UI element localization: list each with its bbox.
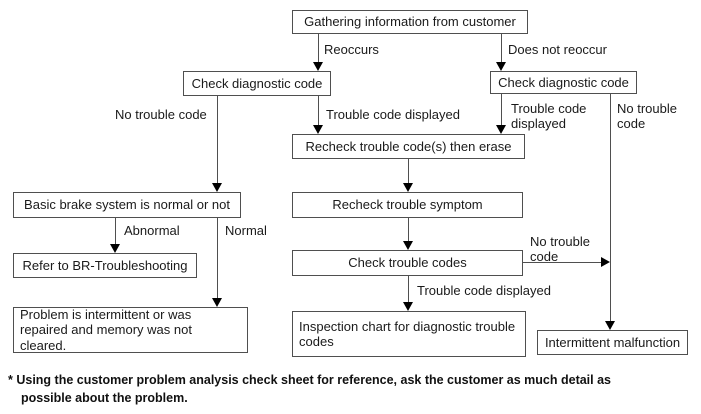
arrowhead-into-recheck-erase-right-icon (496, 125, 506, 134)
edge-label-trouble-code-displayed-left: Trouble code displayed (326, 107, 460, 122)
connector-normal (217, 218, 218, 300)
edge-label-no-trouble-code-right: No trouble code (617, 101, 677, 132)
arrowhead-into-refer-br-icon (110, 244, 120, 253)
arrowhead-into-problem-intermittent-icon (212, 298, 222, 307)
edge-label-reoccurs: Reoccurs (324, 42, 379, 57)
arrowhead-right-merge-icon (601, 257, 610, 267)
connector-erase-to-symptom (408, 159, 409, 185)
arrowhead-into-recheck-erase-left-icon (313, 125, 323, 134)
connector-checkright-to-recheck-erase (501, 94, 502, 127)
arrowhead-into-basic-brake-icon (212, 183, 222, 192)
node-intermittent-malfunction: Intermittent malfunction (537, 330, 688, 355)
arrowhead-into-check-codes-icon (403, 241, 413, 250)
arrowhead-into-intermittent-malfunction-icon (605, 321, 615, 330)
connector-gathering-to-check-left (318, 34, 319, 64)
arrowhead-into-check-right-icon (496, 62, 506, 71)
node-problem-intermittent: Problem is intermittent or was repaired … (13, 307, 248, 353)
edge-label-does-not-reoccur: Does not reoccur (508, 42, 607, 57)
node-gathering-information: Gathering information from customer (292, 10, 528, 34)
node-refer-br-troubleshooting: Refer to BR-Troubleshooting (13, 253, 197, 278)
edge-label-trouble-code-displayed-right: Trouble code displayed (511, 101, 587, 132)
connector-symptom-to-check-codes (408, 218, 409, 243)
footnote-line-1: * Using the customer problem analysis ch… (8, 373, 612, 387)
edge-label-abnormal: Abnormal (124, 223, 180, 238)
edge-label-normal: Normal (225, 223, 267, 238)
arrowhead-into-inspection-chart-icon (403, 302, 413, 311)
node-recheck-trouble-codes-erase: Recheck trouble code(s) then erase (292, 134, 525, 159)
node-inspection-chart: Inspection chart for diagnostic trouble … (292, 311, 526, 357)
node-recheck-trouble-symptom: Recheck trouble symptom (292, 192, 523, 218)
connector-checkright-to-intermittent-malfunction (610, 94, 611, 322)
node-check-diagnostic-code-left: Check diagnostic code (183, 71, 331, 96)
connector-gathering-to-check-right (501, 34, 502, 64)
connector-check-codes-to-inspection (408, 276, 409, 304)
edge-label-no-trouble-code-mid: No trouble code (530, 234, 590, 265)
connector-check-codes-to-right-line (523, 262, 602, 263)
footnote-line-2: possible about the problem. (21, 391, 188, 405)
connector-abnormal (115, 218, 116, 246)
arrowhead-into-recheck-symptom-icon (403, 183, 413, 192)
connector-checkleft-to-basic-brake (217, 96, 218, 184)
edge-label-trouble-code-displayed-mid: Trouble code displayed (417, 283, 551, 298)
node-check-diagnostic-code-right: Check diagnostic code (490, 71, 637, 94)
edge-label-no-trouble-code-left: No trouble code (115, 107, 207, 122)
arrowhead-into-check-left-icon (313, 62, 323, 71)
node-basic-brake-system: Basic brake system is normal or not (13, 192, 241, 218)
node-check-trouble-codes: Check trouble codes (292, 250, 523, 276)
connector-checkleft-to-recheck-erase (318, 96, 319, 127)
